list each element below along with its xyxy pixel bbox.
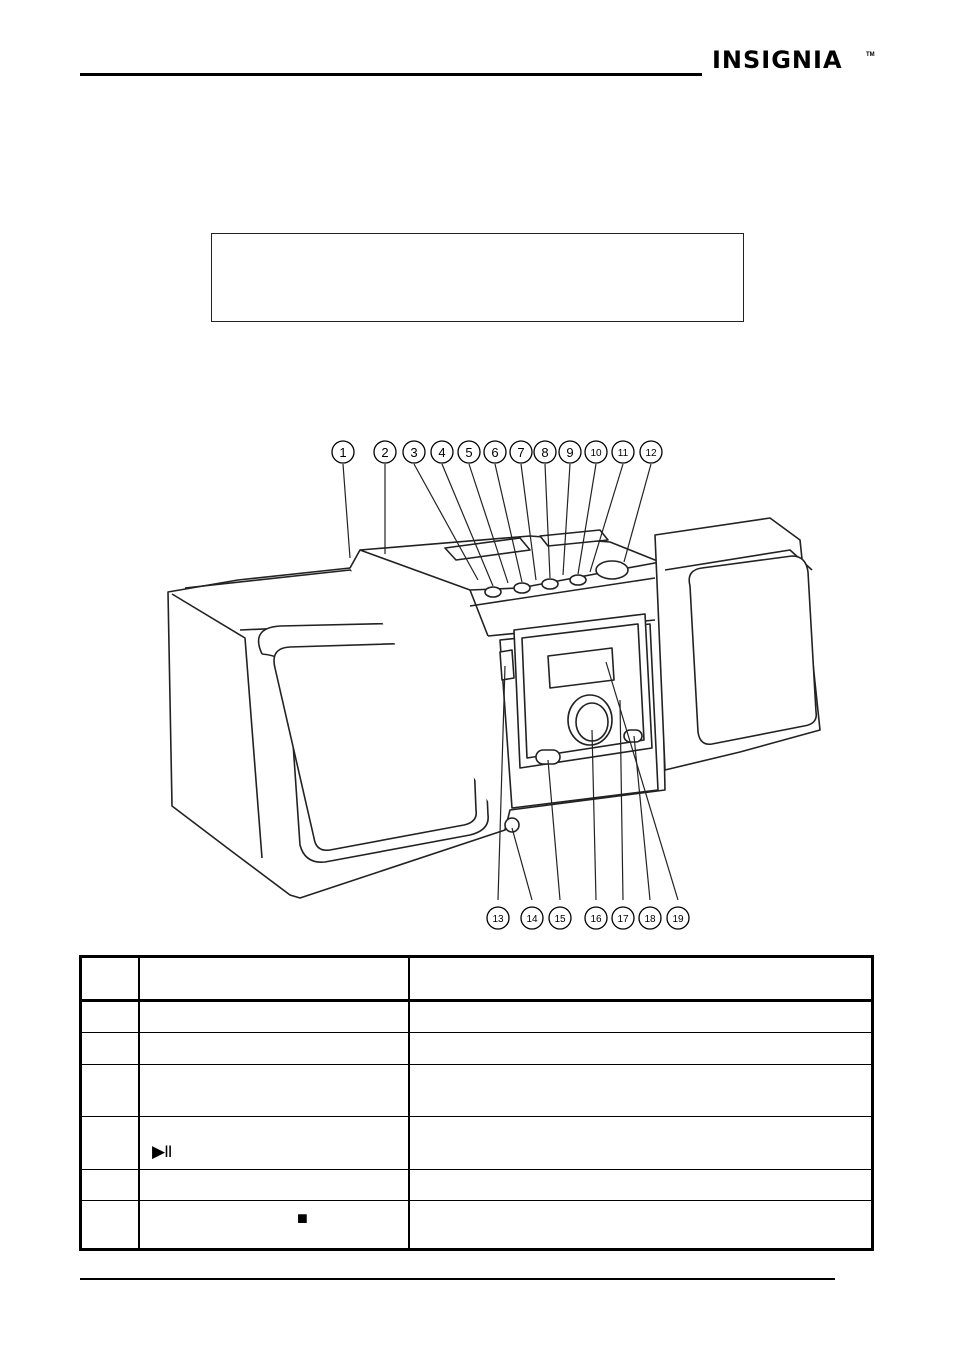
callout-2: 2 [373, 440, 397, 464]
svg-text:5: 5 [465, 445, 472, 460]
play-pause-symbol: ▶II [152, 1142, 173, 1161]
row-divider [82, 1032, 871, 1033]
callout-17: 17 [611, 906, 635, 930]
parts-table: ▶II ■ [79, 955, 874, 1251]
callout-12: 12 [639, 440, 663, 464]
brand-logo: INSIGNIA [712, 46, 843, 74]
callout-13: 13 [486, 906, 510, 930]
callout-11: 11 [611, 440, 635, 464]
svg-text:19: 19 [672, 914, 684, 925]
row-divider [82, 1169, 871, 1170]
svg-text:8: 8 [541, 445, 548, 460]
callout-6: 6 [483, 440, 507, 464]
svg-text:14: 14 [526, 914, 538, 925]
row-divider [82, 1116, 871, 1117]
svg-text:1: 1 [339, 445, 346, 460]
callout-19: 19 [666, 906, 690, 930]
svg-text:12: 12 [645, 448, 657, 459]
column-divider [408, 958, 410, 1248]
trademark-mark: TM [866, 52, 875, 58]
header-rule [80, 73, 702, 76]
note-box [211, 233, 744, 322]
svg-text:4: 4 [438, 445, 445, 460]
svg-text:18: 18 [644, 914, 656, 925]
svg-text:6: 6 [491, 445, 498, 460]
svg-text:13: 13 [492, 914, 504, 925]
svg-text:17: 17 [617, 914, 629, 925]
svg-text:16: 16 [590, 914, 602, 925]
svg-text:10: 10 [590, 448, 602, 459]
product-illustration: 1 2 3 4 5 6 7 8 9 10 11 12 13 14 15 16 1… [167, 440, 821, 930]
table-header-rule [82, 999, 871, 1002]
callout-7: 7 [509, 440, 533, 464]
callout-4: 4 [430, 440, 454, 464]
column-divider [138, 958, 140, 1248]
footer-rule [80, 1278, 835, 1280]
callout-1: 1 [331, 440, 355, 464]
callout-18: 18 [638, 906, 662, 930]
callout-16: 16 [584, 906, 608, 930]
callout-8: 8 [533, 440, 557, 464]
svg-text:9: 9 [566, 445, 573, 460]
svg-text:11: 11 [618, 448, 629, 459]
svg-text:2: 2 [381, 445, 388, 460]
stop-symbol: ■ [297, 1208, 308, 1228]
row-divider [82, 1064, 871, 1065]
callout-5: 5 [457, 440, 481, 464]
callout-3: 3 [402, 440, 426, 464]
row-divider [82, 1200, 871, 1201]
callout-9: 9 [558, 440, 582, 464]
svg-text:15: 15 [554, 914, 566, 925]
svg-text:7: 7 [517, 445, 524, 460]
callout-10: 10 [584, 440, 608, 464]
callout-15: 15 [548, 906, 572, 930]
callout-14: 14 [520, 906, 544, 930]
svg-text:3: 3 [410, 445, 417, 460]
